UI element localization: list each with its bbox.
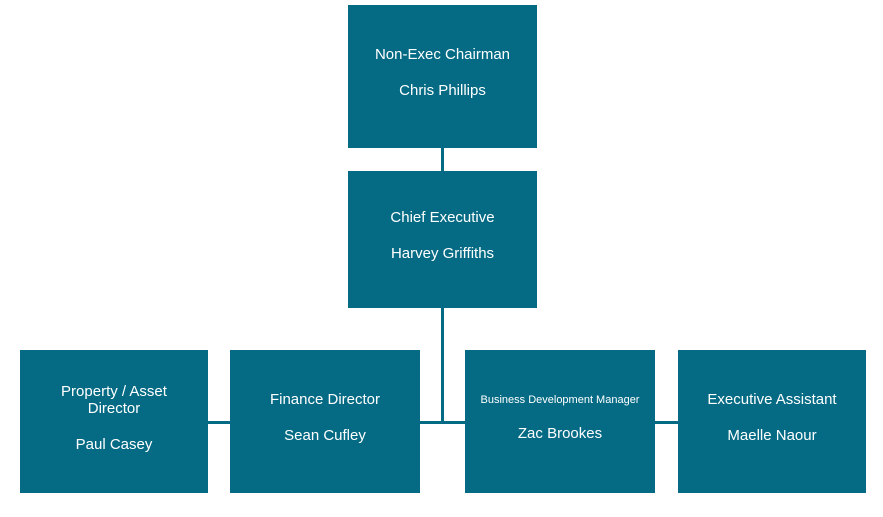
org-node-title: Business Development Manager: [480, 393, 640, 406]
org-node-person-name: Sean Cufley: [284, 427, 366, 444]
org-node-title: Property / Asset Director: [61, 382, 167, 417]
org-node-person-name: Chris Phillips: [399, 82, 486, 99]
org-node-chief-executive: Chief Executive Harvey Griffiths: [348, 171, 537, 308]
org-node-title: Finance Director: [269, 391, 381, 408]
org-node-title: Non-Exec Chairman: [374, 46, 511, 63]
org-node-executive-assistant: Executive Assistant Maelle Naour: [678, 350, 866, 493]
connector-reports-horizontal: [208, 421, 678, 424]
org-node-person-name: Maelle Naour: [727, 427, 817, 444]
org-node-business-development-manager: Business Development Manager Zac Brookes: [465, 350, 655, 493]
connector-chairman-to-ceo: [441, 148, 444, 171]
org-node-non-exec-chairman: Non-Exec Chairman Chris Phillips: [348, 5, 537, 148]
org-node-person-name: Paul Casey: [75, 435, 153, 453]
org-node-title: Executive Assistant: [707, 391, 837, 408]
org-node-finance-director: Finance Director Sean Cufley: [230, 350, 420, 493]
org-node-person-name: Harvey Griffiths: [390, 245, 495, 262]
connector-ceo-to-reports: [441, 308, 444, 423]
org-node-title: Chief Executive: [390, 209, 495, 226]
org-node-person-name: Zac Brookes: [517, 424, 603, 442]
org-node-property-asset-director: Property / Asset Director Paul Casey: [20, 350, 208, 493]
